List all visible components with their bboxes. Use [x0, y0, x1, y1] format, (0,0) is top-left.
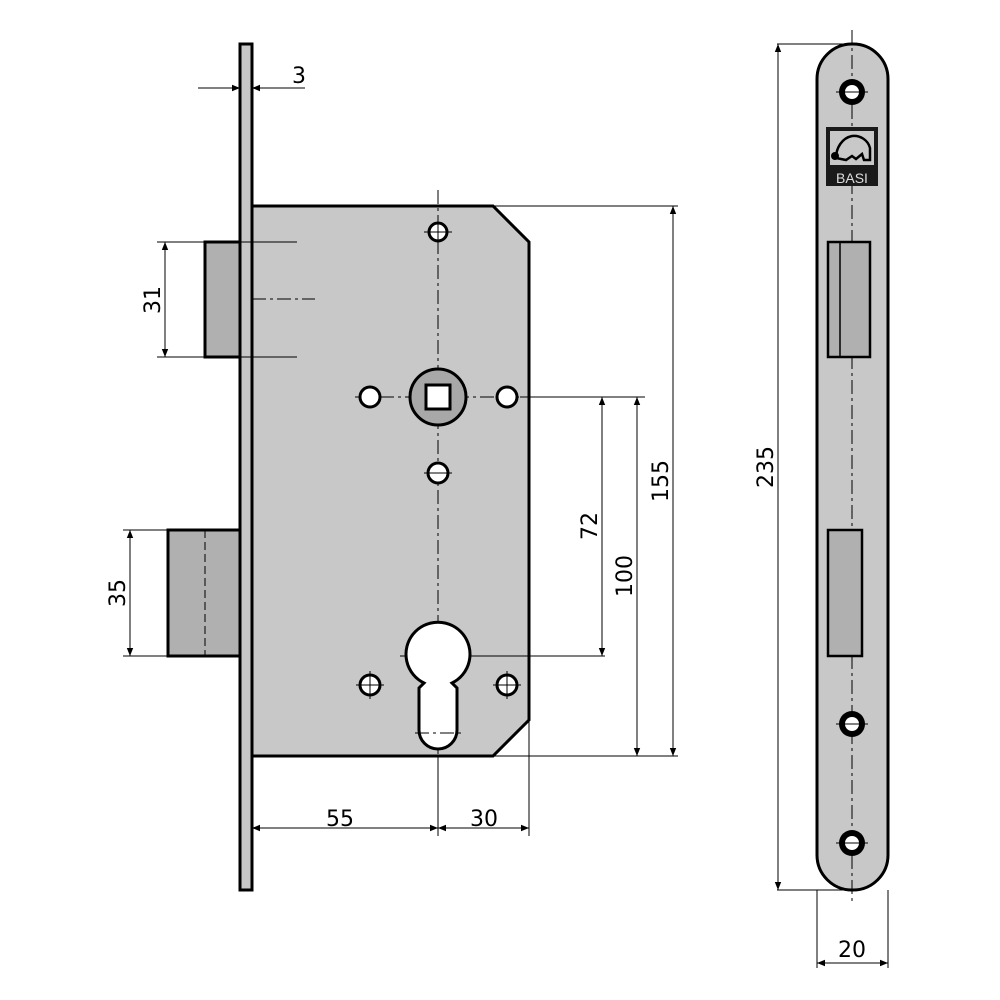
svg-text:BASI: BASI	[836, 170, 868, 186]
basi-logo: BASI	[826, 127, 878, 186]
dim-bolt-height: 35	[106, 579, 131, 607]
dim-cylinder-to-edge: 30	[470, 807, 498, 832]
cylinder-hole	[404, 620, 472, 751]
dim-latch-height: 31	[141, 286, 166, 314]
screw-holes	[356, 218, 521, 699]
spindle-hub	[408, 367, 468, 427]
lock-case	[250, 204, 531, 758]
dim-handle-to-bottom: 100	[613, 555, 638, 597]
dim-strike-width: 20	[838, 938, 866, 963]
dim-faceplate-thickness: 3	[292, 64, 306, 89]
deadbolt	[166, 528, 246, 658]
strike-plate	[815, 30, 890, 905]
dim-handle-to-cylinder: 72	[578, 512, 603, 540]
dim-backset: 55	[326, 807, 354, 832]
faceplate	[238, 42, 254, 892]
dim-case-height: 155	[649, 460, 674, 502]
dim-strike-length: 235	[754, 446, 779, 488]
